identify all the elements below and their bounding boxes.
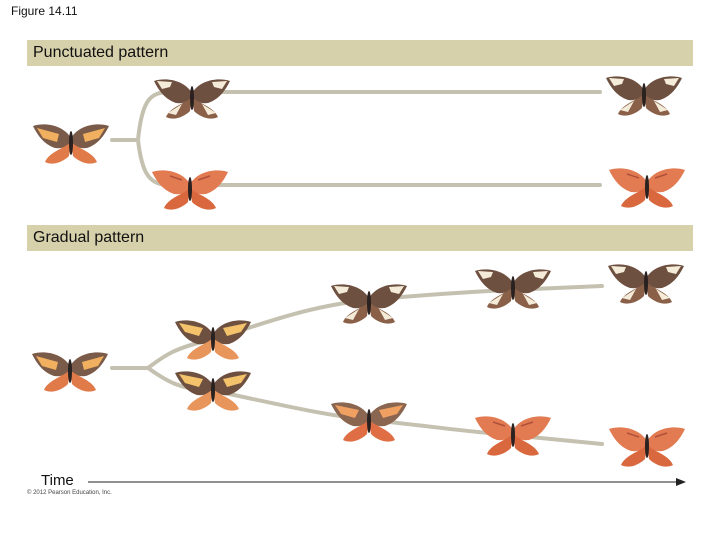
butterfly-punctuated-upper-late	[606, 76, 682, 116]
time-arrow-head	[676, 478, 686, 486]
butterfly-punctuated-upper-early	[154, 79, 230, 119]
butterfly-gradual-upper-1	[175, 320, 251, 360]
punctuated-pattern-header: Punctuated pattern	[27, 40, 693, 66]
gradual-lower-branch	[146, 366, 604, 446]
gradual-pattern-header: Gradual pattern	[27, 225, 693, 251]
gradual-upper-branch	[110, 284, 604, 370]
time-label: Time	[41, 472, 74, 489]
copyright: © 2012 Pearson Education, Inc.	[27, 490, 112, 496]
butterfly-gradual-ancestor	[32, 352, 108, 392]
figure-label: Figure 14.11	[11, 4, 78, 18]
butterfly-gradual-lower-1	[175, 371, 251, 411]
butterfly-gradual-lower-4	[608, 426, 686, 468]
butterfly-gradual-upper-4	[608, 264, 684, 304]
punctuated-pattern-title: Punctuated pattern	[33, 44, 169, 61]
butterfly-punctuated-lower-early	[151, 169, 229, 211]
gradual-pattern-title: Gradual pattern	[33, 229, 145, 246]
butterfly-punctuated-lower-late	[608, 167, 686, 209]
butterfly-punctuated-ancestor	[33, 124, 109, 164]
